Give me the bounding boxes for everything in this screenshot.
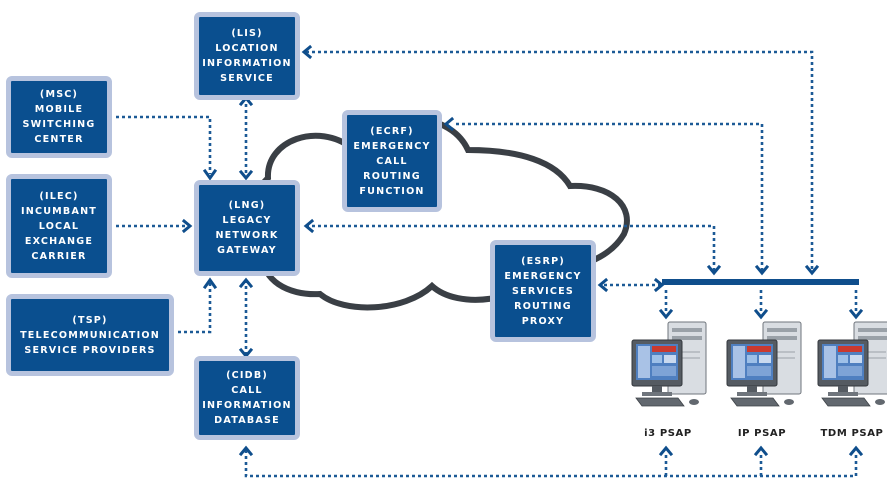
esrp-line-5: PROXY: [521, 315, 565, 327]
ip-psap-computer-icon: [726, 321, 802, 407]
lis-line-1: (LIS): [231, 28, 263, 39]
ilec-line-2: INCUMBANT: [20, 205, 98, 217]
lis-line-4: SERVICE: [220, 73, 274, 84]
tdm-psap-label: TDM PSAP: [820, 428, 884, 439]
ilec-box: (ILEC) INCUMBANT LOCAL EXCHANGE CARRIER: [6, 174, 112, 278]
lis-box: (LIS) LOCATION INFORMATION SERVICE: [194, 12, 300, 100]
cidb-line-1: (CIDB): [226, 370, 268, 381]
esrp-line-4: ROUTING: [514, 300, 572, 312]
ecrf-box: (ECRF) EMERGENCY CALL ROUTING FUNCTION: [342, 110, 442, 212]
ilec-line-1: (ILEC): [39, 190, 79, 202]
lng-line-3: NETWORK: [215, 230, 279, 241]
ip-psap-label: IP PSAP: [737, 428, 787, 439]
connector-lines: [116, 50, 858, 478]
tdm-psap-computer-icon: [817, 321, 887, 407]
cidb-line-4: DATABASE: [214, 415, 280, 426]
tsp-line-3: SERVICE PROVIDERS: [24, 344, 156, 356]
msc-line-1: (MSC): [39, 89, 79, 100]
ilec-line-5: CARRIER: [31, 250, 87, 262]
tsp-line-1: (TSP): [72, 314, 108, 326]
cidb-box: (CIDB) CALL INFORMATION DATABASE: [194, 356, 300, 440]
ilec-line-4: EXCHANGE: [24, 235, 94, 247]
tsp-line-2: TELECOMMUNICATION: [20, 329, 160, 341]
i3-psap-label: i3 PSAP: [644, 428, 692, 439]
lng-box: (LNG) LEGACY NETWORK GATEWAY: [194, 180, 300, 276]
esrp-box: (ESRP) EMERGENCY SERVICES ROUTING PROXY: [490, 240, 596, 342]
msc-line-2: MOBILE: [34, 104, 84, 115]
esrp-line-2: EMERGENCY: [504, 270, 582, 282]
ecrf-line-4: ROUTING: [363, 170, 421, 182]
cidb-line-2: CALL: [231, 385, 263, 396]
esrp-line-1: (ESRP): [521, 255, 565, 267]
cidb-line-3: INFORMATION: [202, 400, 292, 411]
tsp-box: (TSP) TELECOMMUNICATION SERVICE PROVIDER…: [6, 294, 174, 376]
ecrf-line-3: CALL: [376, 155, 408, 167]
lis-line-2: LOCATION: [215, 43, 279, 54]
msc-line-3: SWITCHING: [22, 119, 96, 130]
ilec-line-3: LOCAL: [38, 220, 80, 232]
lis-line-3: INFORMATION: [202, 58, 292, 69]
ecrf-line-5: FUNCTION: [359, 185, 425, 197]
lng-line-2: LEGACY: [222, 215, 272, 226]
msc-box: (MSC) MOBILE SWITCHING CENTER: [6, 76, 112, 158]
lng-line-1: (LNG): [228, 200, 266, 211]
esrp-line-3: SERVICES: [512, 285, 574, 297]
i3-psap-computer-icon: [631, 321, 707, 407]
lng-line-4: GATEWAY: [217, 245, 277, 256]
ecrf-line-1: (ECRF): [370, 125, 414, 137]
msc-line-4: CENTER: [34, 134, 84, 145]
arrowheads: [181, 44, 864, 457]
ecrf-line-2: EMERGENCY: [353, 140, 431, 152]
